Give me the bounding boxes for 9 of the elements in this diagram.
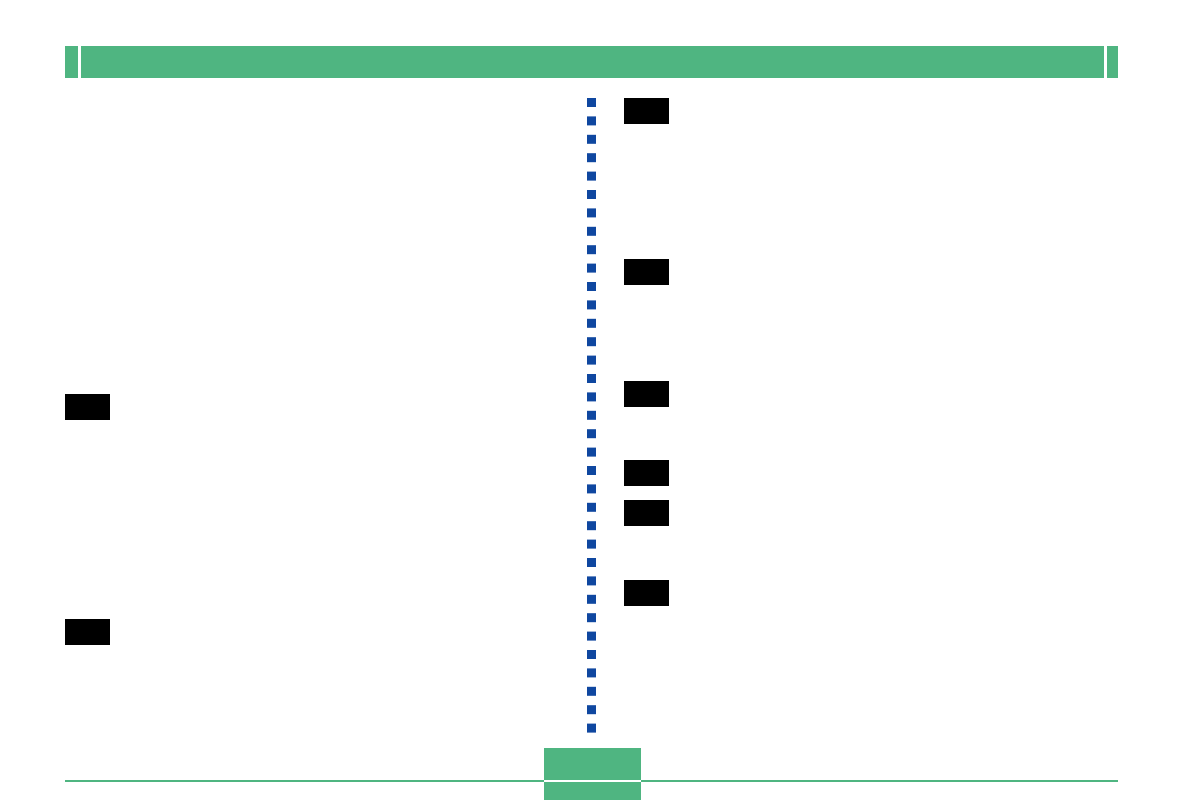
label-tag: [624, 580, 669, 606]
label-tag: [624, 460, 669, 486]
label-tag: [624, 259, 669, 285]
label-tag: [624, 381, 669, 407]
label-tag: [624, 500, 669, 526]
label-tag: [65, 394, 110, 420]
label-tag: [624, 98, 669, 124]
label-tag: [65, 619, 110, 645]
page-number-box: [544, 748, 641, 800]
